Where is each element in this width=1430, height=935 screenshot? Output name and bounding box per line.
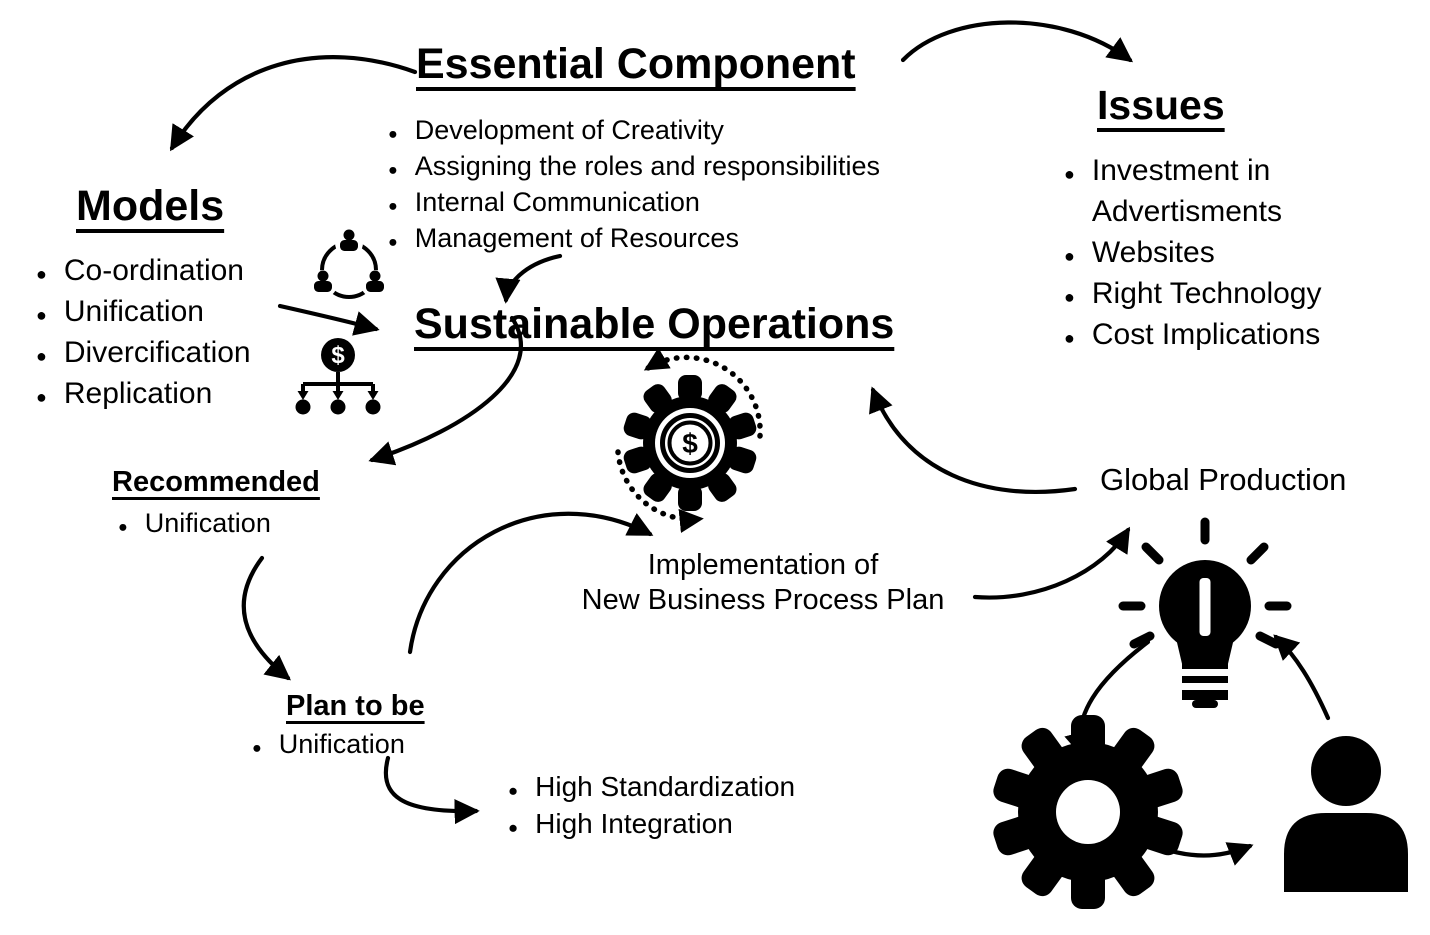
- list-item: Internal Communication: [388, 184, 880, 220]
- list-item: Unification: [252, 727, 405, 761]
- arrow-unification-to-sustainable: [277, 303, 380, 336]
- list-item: High Standardization: [508, 768, 795, 805]
- recommended-list: Unification: [118, 506, 271, 540]
- list-item: Cost Implications: [1064, 314, 1404, 355]
- arrow-global-to-sustainable: [869, 386, 1078, 494]
- arrow-unification-to-outcomes: [383, 755, 480, 825]
- list-item: Management of Resources: [388, 220, 880, 256]
- arrow-person-to-lightbulb: [1273, 634, 1331, 721]
- dollar-glyph: $: [331, 342, 345, 369]
- list-item: Unification: [118, 506, 271, 540]
- models-title: Models: [76, 182, 225, 230]
- list-item: Replication: [36, 373, 251, 414]
- arrow-components-to-sustainable: [495, 253, 563, 304]
- list-item: Co-ordination: [36, 250, 251, 291]
- list-item: Assigning the roles and responsibilities: [388, 148, 880, 184]
- essential-component-list: Development of Creativity Assigning the …: [388, 112, 880, 256]
- list-item: High Integration: [508, 805, 795, 842]
- implementation-label: Implementation of New Business Process P…: [558, 548, 968, 618]
- list-item: Development of Creativity: [388, 112, 880, 148]
- list-item: Divercification: [36, 332, 251, 373]
- plan-to-be-list: Unification: [252, 727, 405, 761]
- models-list: Co-ordination Unification Divercificatio…: [36, 250, 251, 414]
- essential-component-title: Essential Component: [416, 40, 856, 88]
- arrow-recommended-to-plan: [241, 555, 291, 681]
- team-circle-icon: [309, 229, 389, 299]
- arrow-essential-to-issues: [900, 20, 1134, 63]
- issues-title: Issues: [1097, 82, 1225, 128]
- process-gear-icon: [993, 715, 1183, 909]
- plan-to-be-title: Plan to be: [286, 690, 425, 722]
- arrow-plan-to-implementation: [407, 511, 654, 655]
- list-item: Websites: [1064, 232, 1404, 273]
- implementation-line1: Implementation of: [647, 549, 879, 581]
- sustainable-operations-title: Sustainable Operations: [414, 300, 895, 348]
- issues-list: Investment in Advertisments Websites Rig…: [1064, 150, 1404, 355]
- list-item: Unification: [36, 291, 251, 332]
- dollar-glyph: $: [682, 428, 698, 459]
- idea-lightbulb-icon: [1118, 517, 1292, 708]
- implementation-line2: New Business Process Plan: [581, 584, 945, 616]
- arrow-models-to-recommended: [368, 315, 524, 466]
- recommended-title: Recommended: [112, 466, 320, 498]
- person-icon: [1284, 736, 1408, 892]
- global-production-label: Global Production: [1100, 462, 1347, 497]
- list-item: Right Technology: [1064, 273, 1404, 314]
- arrow-essential-to-models: [169, 55, 418, 152]
- money-distribution-icon: $: [295, 338, 381, 415]
- arrow-implementation-to-global: [972, 526, 1131, 600]
- gear-dollar-cycle-icon: $: [615, 347, 763, 533]
- outcomes-list: High Standardization High Integration: [508, 768, 795, 842]
- list-item: Investment in Advertisments: [1064, 150, 1404, 232]
